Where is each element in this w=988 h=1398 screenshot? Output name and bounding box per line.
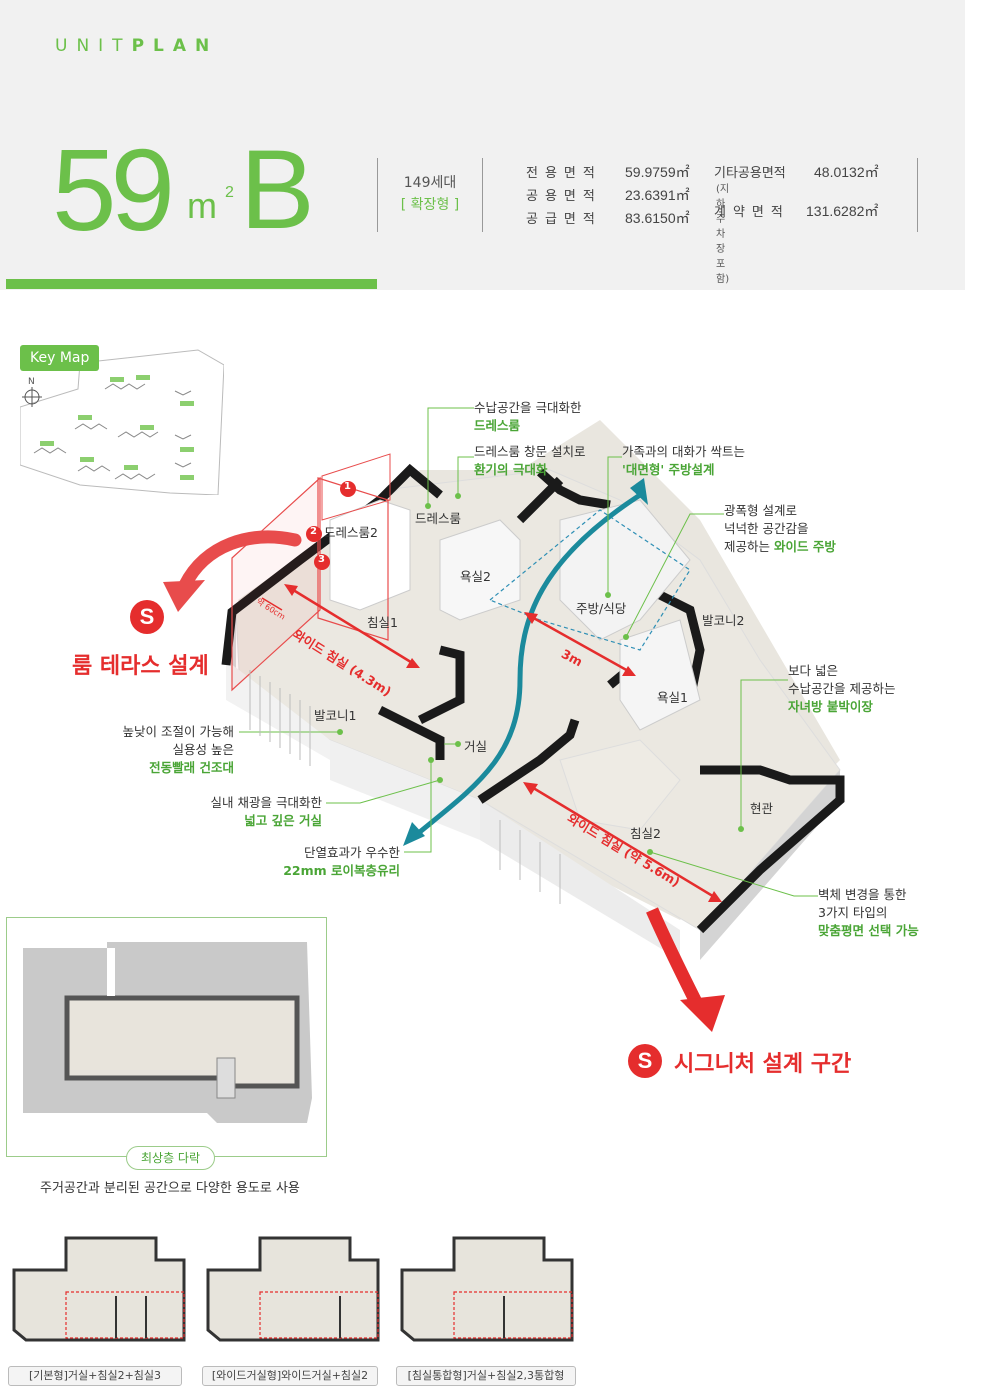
supply-area-value: 83.6150㎡: [625, 210, 690, 226]
supply-area-label: 공급면적: [526, 212, 602, 227]
other-common-area-label: 기타공용면적: [714, 166, 786, 181]
unit-type-letter: B: [240, 127, 315, 252]
s-badge-icon: S: [130, 600, 164, 634]
room-dressroom2: 드레스룸2: [324, 525, 378, 540]
room-living: 거실: [464, 739, 488, 754]
marker-3: 3: [318, 554, 325, 565]
other-common-area-value: 48.0132㎡: [814, 164, 879, 180]
key-map: Key Map N: [20, 345, 224, 495]
room-bath1: 욕실1: [657, 690, 688, 705]
key-map-title: Key Map: [20, 345, 100, 371]
divider: [377, 158, 378, 232]
room-balcony1: 발코니1: [314, 708, 357, 723]
header-accent-bar: [6, 279, 377, 289]
contract-area-label: 계약면적: [714, 205, 790, 220]
attic-plan-image: [23, 942, 312, 1123]
variant-label-basic: [기본형]거실+침실2+침실3: [8, 1366, 182, 1386]
marker-2: 2: [310, 526, 317, 537]
attic-description: 주거공간과 분리된 공간으로 다양한 용도로 사용: [40, 1181, 300, 1196]
room-terrace-title: 룸 테라스 설계: [72, 654, 209, 679]
common-area-label: 공용면적: [526, 189, 602, 204]
households-count: 149세대: [403, 175, 457, 191]
unit-size-unit: m: [187, 185, 217, 226]
callout-face-kitchen: 가족과의 대화가 싹트는'대면형' 주방설계: [622, 444, 745, 477]
room-hall: 현관: [750, 801, 774, 816]
room-kitchen: 주방/식당: [576, 601, 627, 616]
marker-1: 1: [344, 481, 351, 492]
room-bedroom1: 침실1: [367, 615, 398, 630]
variant-plan-wide-living: [200, 1230, 382, 1350]
room-balcony2: 발코니2: [702, 613, 745, 628]
unit-size-sup: 2: [225, 184, 234, 201]
households-info: 149세대 [ 확장형 ]: [395, 172, 465, 216]
room-bath2: 욕실2: [460, 569, 491, 584]
divider: [917, 158, 918, 232]
common-area-value: 23.6391㎡: [625, 187, 690, 203]
signature-zone-title: 시그니처 설계 구간: [674, 1052, 852, 1077]
divider: [482, 158, 483, 232]
households-type: [ 확장형 ]: [400, 197, 460, 213]
exclusive-area-value: 59.9759㎡: [625, 164, 690, 180]
variant-plan-basic: [6, 1230, 188, 1350]
unitplan-title: UNITPLAN: [55, 36, 219, 56]
room-bedroom2: 침실2: [630, 826, 661, 841]
north-label: N: [28, 377, 35, 387]
attic-tag: 최상층 다락: [126, 1146, 216, 1170]
unit-size-number: 59: [52, 125, 175, 255]
isometric-floor-plan: [163, 407, 845, 1032]
contract-area-value: 131.6282㎡: [806, 203, 879, 219]
variant-label-wide-living: [와이드거실형]와이드거실+침실2: [202, 1366, 378, 1386]
exclusive-area-label: 전용면적: [526, 166, 602, 181]
key-map-site-plan: [20, 349, 224, 495]
attic-panel: [6, 917, 327, 1157]
s-badge-icon: S: [628, 1044, 662, 1078]
variant-label-merged-bedroom: [침실통합형]거실+침실2,3통합형: [396, 1366, 576, 1386]
header-band: [0, 0, 965, 290]
room-dressroom: 드레스룸: [415, 511, 462, 526]
other-common-area-note: (지하주차장포함): [716, 184, 730, 285]
variant-plan-merged-bedroom: [394, 1230, 576, 1350]
